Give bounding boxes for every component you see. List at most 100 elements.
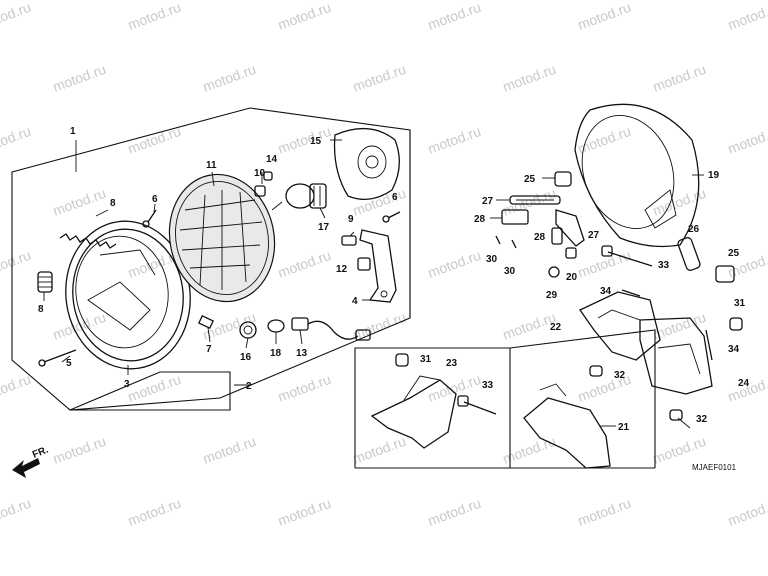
rubber-28a	[501, 209, 529, 225]
bolt-33-lower	[457, 395, 497, 415]
nut-31b	[729, 317, 743, 331]
callout-31b: 31	[734, 298, 746, 309]
callout-30b: 30	[504, 266, 516, 277]
watermark-text: motod.ru	[276, 247, 333, 281]
adjusting-screw-left	[142, 209, 157, 228]
callout-9: 9	[348, 214, 354, 225]
callout-29: 29	[546, 290, 558, 301]
collar-26	[677, 237, 701, 271]
watermark-layer: motod.ru motod.ru motod.ru motod.ru motod.ru…	[0, 0, 768, 529]
headlight-rim	[65, 220, 191, 370]
callout-27b: 27	[588, 230, 600, 241]
watermark-text: motod.ru	[576, 495, 633, 529]
nut-20	[565, 247, 577, 259]
nut-32a	[589, 365, 603, 377]
watermark-text: motod.ru	[0, 123, 33, 157]
callout-14: 14	[266, 154, 278, 165]
watermark-text: motod.ru	[576, 123, 633, 157]
nut-32b	[669, 409, 683, 421]
diagram-code: MJAEF0101	[692, 463, 737, 472]
watermark-text: motod.ru	[201, 61, 258, 95]
watermark-text: motod.ru	[651, 61, 708, 95]
callout-1: 1	[70, 126, 76, 137]
callout-3: 3	[124, 379, 130, 390]
callout-20: 20	[566, 272, 578, 283]
callout-8a: 8	[110, 198, 116, 209]
callout-13: 13	[296, 348, 308, 359]
screw-30b	[511, 239, 517, 249]
nut-31a	[395, 353, 409, 367]
screw-30a	[495, 235, 501, 245]
watermark-text: motod.ru	[351, 433, 408, 467]
watermark-text: motod.ru	[276, 0, 333, 33]
position-bulb-18	[267, 319, 285, 333]
plate-27b	[555, 209, 585, 247]
bracket-22	[579, 291, 661, 361]
callout-6a: 6	[152, 194, 158, 205]
watermark-text: motod.ru	[276, 495, 333, 529]
headlight-stay	[359, 229, 397, 303]
watermark-text: motod.ru	[501, 433, 558, 467]
callout-32b: 32	[696, 414, 708, 425]
front-direction-arrow: FR.	[12, 444, 50, 478]
callout-25b: 25	[728, 248, 740, 259]
watermark-text: motod.ru	[351, 309, 408, 343]
bulb-dust-cover	[333, 127, 400, 201]
watermark-text: motod.ru	[0, 371, 33, 405]
bracket-24	[639, 317, 713, 395]
bolt-34a	[621, 289, 641, 297]
callout-33a: 33	[658, 260, 670, 271]
watermark-text: motod.ru	[51, 433, 108, 467]
adjusting-spring-lower	[37, 271, 53, 293]
callout-28b: 28	[534, 232, 546, 243]
callout-8b: 8	[38, 304, 44, 315]
bracket-frame-23	[354, 347, 511, 468]
rubber-28b	[551, 227, 563, 245]
bolt-34b	[705, 329, 713, 361]
headlight-bulb	[271, 183, 327, 211]
watermark-text: motod.ru	[726, 0, 768, 33]
watermark-text: motod.ru	[501, 61, 558, 95]
assembly-frame-1	[11, 107, 411, 411]
callout-24: 24	[738, 378, 750, 389]
callout-15: 15	[310, 136, 322, 147]
front-marker-label: FR.	[31, 444, 50, 460]
watermark-text: motod.ru	[726, 123, 768, 157]
callout-34b: 34	[728, 344, 740, 355]
callout-5: 5	[66, 358, 72, 369]
callout-6b: 6	[392, 192, 398, 203]
watermark-text: motod.ru	[126, 0, 183, 33]
washer-29	[548, 266, 560, 278]
callout-32a: 32	[614, 370, 626, 381]
callout-11: 11	[206, 160, 217, 171]
watermark-text: motod.ru	[426, 247, 483, 281]
bulb-socket-14	[263, 171, 273, 181]
watermark-text: motod.ru	[201, 433, 258, 467]
callout-19: 19	[708, 170, 720, 181]
watermark-text: motod.ru	[0, 495, 33, 529]
callout-22: 22	[550, 322, 562, 333]
callout-4: 4	[352, 296, 358, 307]
callout-33b: 33	[482, 380, 494, 391]
callout-23: 23	[446, 358, 458, 369]
bolt-9	[341, 235, 357, 246]
collar-12	[357, 257, 371, 271]
watermark-text: motod.ru	[126, 371, 183, 405]
socket-nut-10	[254, 185, 266, 197]
watermark-text: motod.ru	[651, 433, 708, 467]
watermark-text: motod.ru	[426, 0, 483, 33]
bracket-21	[523, 383, 611, 469]
callout-labels: 1 2 3 4 5 6 6 7 8 8 9 10 11 12 13 14 15 …	[38, 126, 750, 433]
watermark-text: motod.ru	[51, 185, 108, 219]
callout-21: 21	[618, 422, 630, 433]
watermark-text: motod.ru	[576, 247, 633, 281]
watermark-text: motod.ru	[426, 495, 483, 529]
callout-27a: 27	[482, 196, 494, 207]
headlight-unit	[168, 173, 276, 303]
bracket-frame-21	[509, 329, 656, 468]
callout-30a: 30	[486, 254, 498, 265]
watermark-text: motod.ru	[51, 61, 108, 95]
bracket-23	[370, 375, 457, 449]
adjusting-screw-right	[382, 211, 401, 223]
watermark-text: motod.ru	[0, 0, 33, 33]
